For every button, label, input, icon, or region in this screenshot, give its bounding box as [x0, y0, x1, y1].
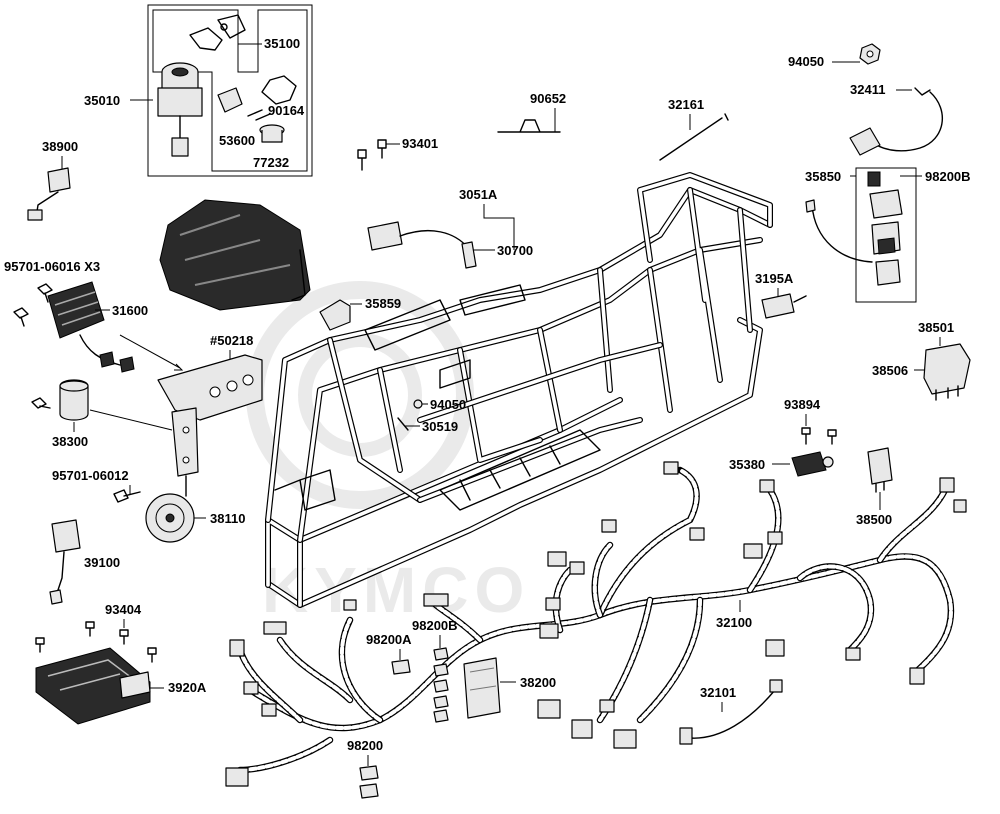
relay-38500: 38500: [856, 447, 893, 527]
bolt-icon-93404: 93404: [35, 602, 157, 663]
label-98200b-bottom: 98200B: [412, 618, 458, 633]
label-35010: 35010: [84, 93, 120, 108]
regulator-31600: 95701-06016 X3 31600: [4, 259, 184, 373]
label-31600: 31600: [112, 303, 148, 318]
label-94050-top: 94050: [788, 54, 824, 69]
label-94050-frame: 94050: [430, 397, 466, 412]
label-32100: 32100: [716, 615, 752, 630]
connector-3195a: 3195A: [755, 271, 807, 319]
nut-94050-top: 94050: [788, 43, 881, 69]
label-35850: 35850: [805, 169, 841, 184]
label-32411: 32411: [850, 82, 885, 97]
label-35100: 35100: [264, 36, 300, 51]
wire-harness-icon: 32100: [225, 461, 967, 787]
ignition-switch-icon: [157, 62, 203, 157]
label-38500: 38500: [856, 512, 892, 527]
label-3051a: 3051A: [459, 187, 498, 202]
fuse-98200: 98200: [347, 738, 383, 799]
sensor-38900: 38900: [27, 139, 78, 221]
label-38200: 38200: [520, 675, 556, 690]
sensor-35380: 35380: [729, 451, 834, 477]
relay-38501: 38501 38506: [872, 320, 971, 401]
label-38110: 38110: [210, 511, 245, 526]
key-icon: [189, 14, 246, 51]
label-50218: #50218: [210, 333, 253, 348]
sub-harness-3051a: 3051A 30700: [367, 187, 533, 269]
label-93404: 93404: [105, 602, 142, 617]
label-93401: 93401: [402, 136, 438, 151]
label-95701-06016-x3: 95701-06016 X3: [4, 259, 100, 274]
fuse-group: 98200A 98200B 38200: [366, 618, 556, 723]
horn-icon: 38110: [145, 475, 245, 543]
label-3195a: 3195A: [755, 271, 794, 286]
fuse-icon: [391, 659, 411, 675]
connector-icon: [225, 461, 967, 787]
relay-39100: 39100: [49, 519, 120, 605]
horn-bracket-50218: #50218: [157, 333, 263, 477]
label-35380: 35380: [729, 457, 765, 472]
label-30519: 30519: [422, 419, 458, 434]
label-38501: 38501: [918, 320, 954, 335]
relay-clip-icon: [217, 75, 297, 143]
cable-tie-32161: 32161: [659, 97, 729, 161]
label-38300: 38300: [52, 434, 88, 449]
label-98200a: 98200A: [366, 632, 412, 647]
ecu-module-icon: 3920A: [35, 647, 207, 725]
label-35859: 35859: [365, 296, 401, 311]
sub-harness-32101: 32101: [679, 679, 783, 745]
bolt-icon-95701-06012: 95701-06012: [52, 468, 141, 503]
label-95701-06012: 95701-06012: [52, 468, 129, 483]
starter-relay-group: 35850 98200B: [805, 167, 971, 303]
label-98200b-top: 98200B: [925, 169, 971, 184]
clamp-90652: 90652: [497, 91, 566, 133]
label-38900: 38900: [42, 139, 78, 154]
label-90652: 90652: [530, 91, 566, 106]
label-32101: 32101: [700, 685, 736, 700]
label-3920a: 3920A: [168, 680, 207, 695]
label-53600: 53600: [219, 133, 255, 148]
front-cover-icon: [159, 199, 311, 311]
label-77232: 77232: [253, 155, 289, 170]
label-30700: 30700: [497, 243, 533, 258]
ignition-switch-group: 35010 35100 90164 53600 77232: [84, 4, 313, 177]
label-32161: 32161: [668, 97, 704, 112]
atv-frame-icon: [265, 172, 773, 608]
label-38506: 38506: [872, 363, 908, 378]
bolt-icon-93894: 93894: [784, 397, 837, 445]
nut-94050-frame: 94050 30519: [397, 397, 466, 434]
bracket-35859: 35859: [319, 296, 401, 331]
bolt-icon-93401: 93401: [357, 136, 438, 171]
label-93894: 93894: [784, 397, 821, 412]
label-39100: 39100: [84, 555, 120, 570]
flasher-38300: 38300: [31, 379, 173, 449]
label-98200: 98200: [347, 738, 383, 753]
group-box-35010: [147, 4, 313, 177]
battery-cable-32411: 32411: [849, 82, 944, 156]
label-90164: 90164: [268, 103, 305, 118]
